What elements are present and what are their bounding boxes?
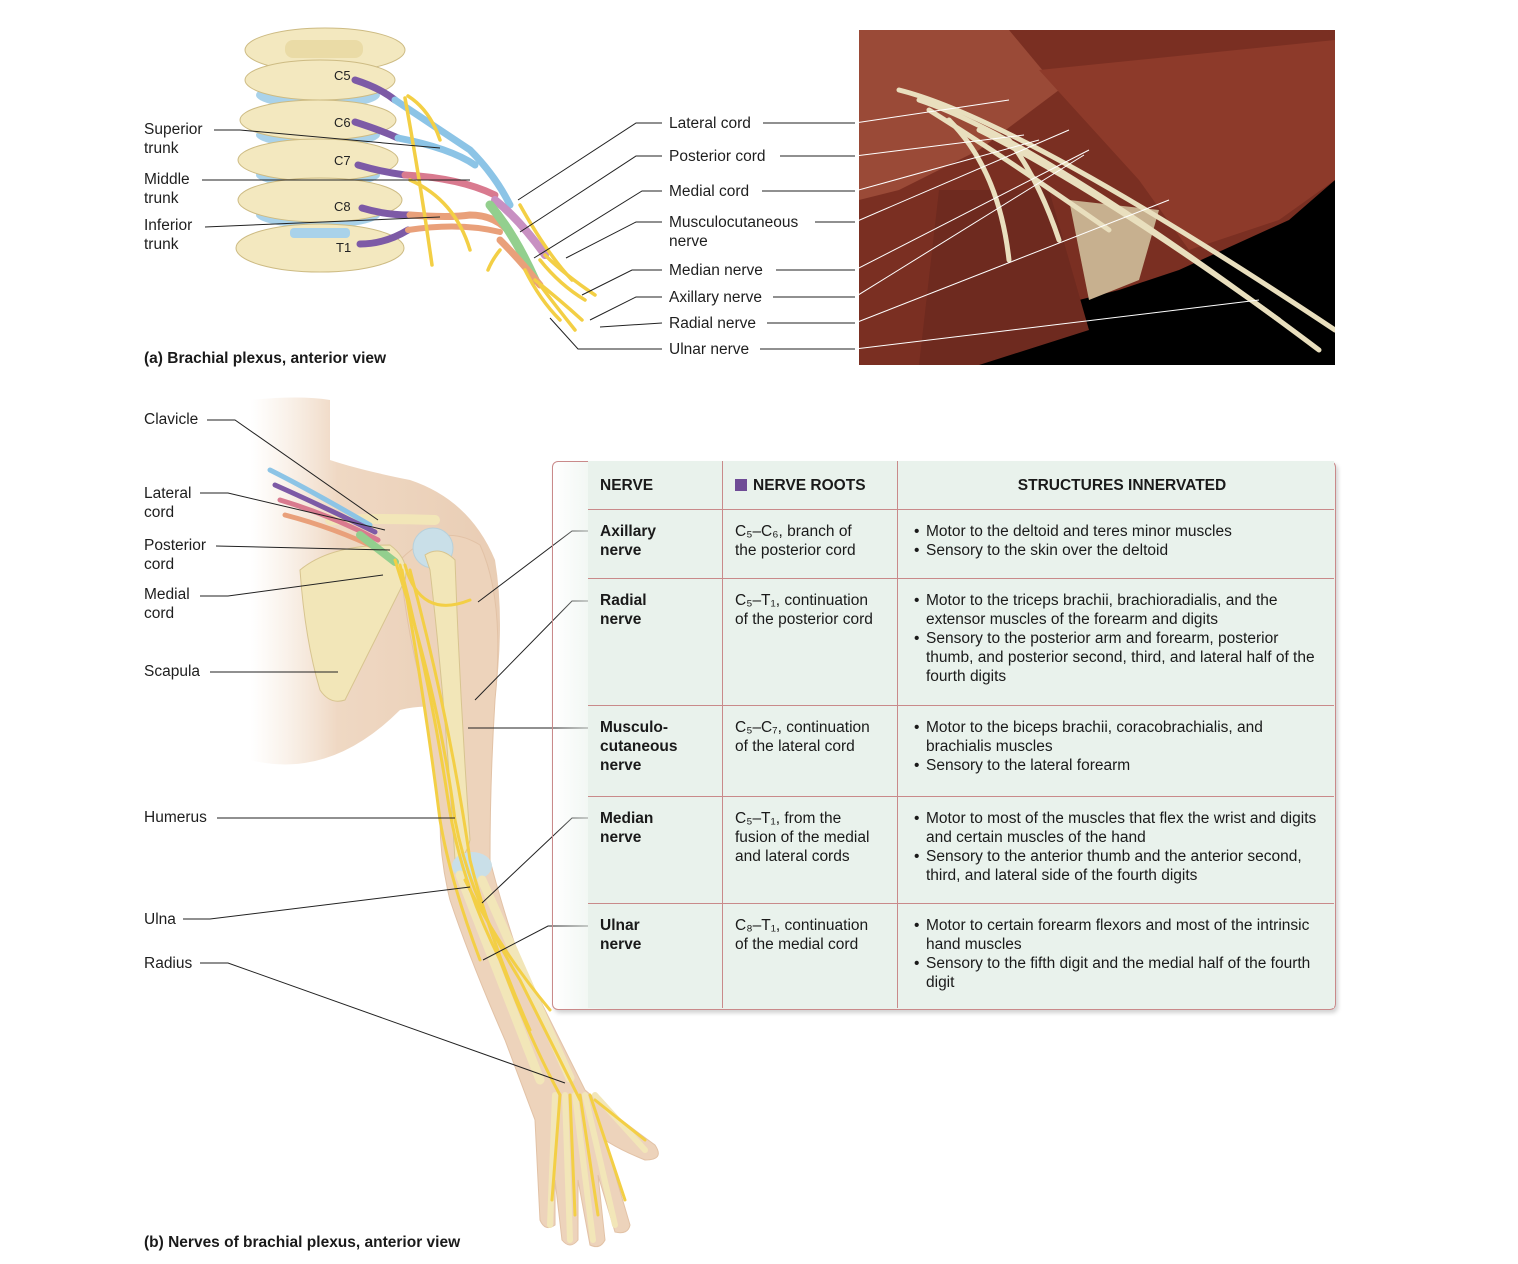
row-structures-list: Motor to most of the muscles that flex t… — [910, 809, 1324, 885]
header-structures-innervated: STRUCTURES INNERVATED — [897, 461, 1334, 510]
arm-nerves — [393, 558, 647, 1217]
table-row: Ulnar nerve C₈–T₁, continuation of the m… — [588, 903, 1334, 1008]
structure-item: Motor to the deltoid and teres minor mus… — [914, 522, 1324, 541]
structure-item: Sensory to the fifth digit and the media… — [914, 954, 1324, 992]
label-lateral-cord: Lateral cord — [669, 115, 751, 132]
structure-item: Sensory to the anterior thumb and the an… — [914, 847, 1324, 885]
vertebra-level-labels: C5 C6 C7 C8 T1 — [334, 68, 351, 255]
label-posterior-cord-b: Posterior cord — [144, 537, 207, 573]
row-nerve-roots: C₅–C₇, continuation of the lateral cord — [735, 719, 870, 755]
row-structures-list: Motor to the deltoid and teres minor mus… — [910, 522, 1324, 560]
row-nerve-name: Musculo- cutaneous nerve — [600, 719, 678, 774]
nerve-table: NERVE NERVE ROOTS STRUCTURES INNERVATED … — [588, 461, 1334, 1008]
panel-a-left-leaders — [202, 129, 470, 228]
label-radius: Radius — [144, 955, 193, 972]
header-nerve-roots-label: NERVE ROOTS — [753, 476, 866, 494]
row-nerve-roots: C₅–C₆, branch of the posterior cord — [735, 523, 856, 559]
label-humerus: Humerus — [144, 809, 207, 826]
caption-panel-a: (a) Brachial plexus, anterior view — [144, 350, 387, 367]
label-clavicle: Clavicle — [144, 411, 199, 428]
structure-item: Motor to the biceps brachii, coracobrach… — [914, 718, 1324, 756]
row-nerve-name: Median nerve — [600, 810, 654, 846]
table-row: Axillary nerve C₅–C₆, branch of the post… — [588, 509, 1334, 579]
hand-bones — [547, 1092, 648, 1243]
label-musculocutaneous-nerve: Musculocutaneous nerve — [669, 214, 799, 250]
plexus-shoulder — [267, 467, 399, 566]
panel-b-left-leaders — [183, 419, 566, 1084]
structure-item: Motor to certain forearm flexors and mos… — [914, 916, 1324, 954]
vertebra-label-c7: C7 — [334, 153, 351, 168]
nerve-branches — [403, 94, 597, 332]
header-nerve: NERVE — [588, 461, 723, 510]
row-nerve-roots: C₅–T₁, continuation of the posterior cor… — [735, 592, 873, 628]
label-lateral-cord-b: Lateral cord — [144, 485, 192, 521]
label-posterior-cord: Posterior cord — [669, 148, 766, 165]
vertebra-label-t1: T1 — [336, 240, 351, 255]
structure-item: Sensory to the posterior arm and forearm… — [914, 629, 1324, 686]
row-structures-list: Motor to the biceps brachii, coracobrach… — [910, 718, 1324, 775]
vertebra-label-c8: C8 — [334, 199, 351, 214]
label-inferior-trunk: Inferior trunk — [144, 217, 193, 253]
label-ulna: Ulna — [144, 911, 176, 928]
structure-item: Motor to most of the muscles that flex t… — [914, 809, 1324, 847]
caption-panel-b: (b) Nerves of brachial plexus, anterior … — [144, 1234, 461, 1251]
label-axillary-nerve: Axillary nerve — [669, 289, 763, 306]
table-header-row: NERVE NERVE ROOTS STRUCTURES INNERVATED — [588, 461, 1334, 510]
table-row: Radial nerve C₅–T₁, continuation of the … — [588, 578, 1334, 706]
row-nerve-name: Radial nerve — [600, 592, 647, 628]
label-medial-cord: Medial cord — [669, 183, 750, 200]
structure-item: Motor to the triceps brachii, brachiorad… — [914, 591, 1324, 629]
row-nerve-name: Ulnar nerve — [600, 917, 642, 953]
arm-skin — [399, 534, 659, 1248]
header-nerve-roots: NERVE ROOTS — [722, 461, 898, 510]
row-structures-list: Motor to the triceps brachii, brachiorad… — [910, 591, 1324, 686]
vertebra-label-c6: C6 — [334, 115, 351, 130]
panel-a-photo-leaders — [760, 122, 855, 350]
dissection-photo — [859, 30, 1335, 365]
label-ulnar-nerve: Ulnar nerve — [669, 341, 750, 358]
panel-a-right-leaders — [517, 122, 663, 350]
row-nerve-roots: C₅–T₁, from the fusion of the medial and… — [735, 810, 870, 865]
label-radial-nerve: Radial nerve — [669, 315, 757, 332]
label-scapula: Scapula — [144, 663, 201, 680]
row-structures-list: Motor to certain forearm flexors and mos… — [910, 916, 1324, 992]
table-row: Median nerve C₅–T₁, from the fusion of t… — [588, 796, 1334, 904]
label-superior-trunk: Superior trunk — [144, 121, 203, 157]
ulna-bone — [455, 870, 545, 1085]
table-row: Musculo- cutaneous nerve C₅–C₇, continua… — [588, 705, 1334, 797]
label-medial-cord-b: Medial cord — [144, 586, 190, 622]
row-nerve-roots: C₈–T₁, continuation of the medial cord — [735, 917, 869, 953]
row-nerve-name: Axillary nerve — [600, 523, 657, 559]
nerve-roots-color-swatch — [735, 478, 747, 491]
structure-item: Sensory to the lateral forearm — [914, 756, 1324, 775]
label-median-nerve: Median nerve — [669, 262, 763, 279]
label-middle-trunk: Middle trunk — [144, 171, 190, 207]
structure-item: Sensory to the skin over the deltoid — [914, 541, 1324, 560]
vertebra-label-c5: C5 — [334, 68, 351, 83]
